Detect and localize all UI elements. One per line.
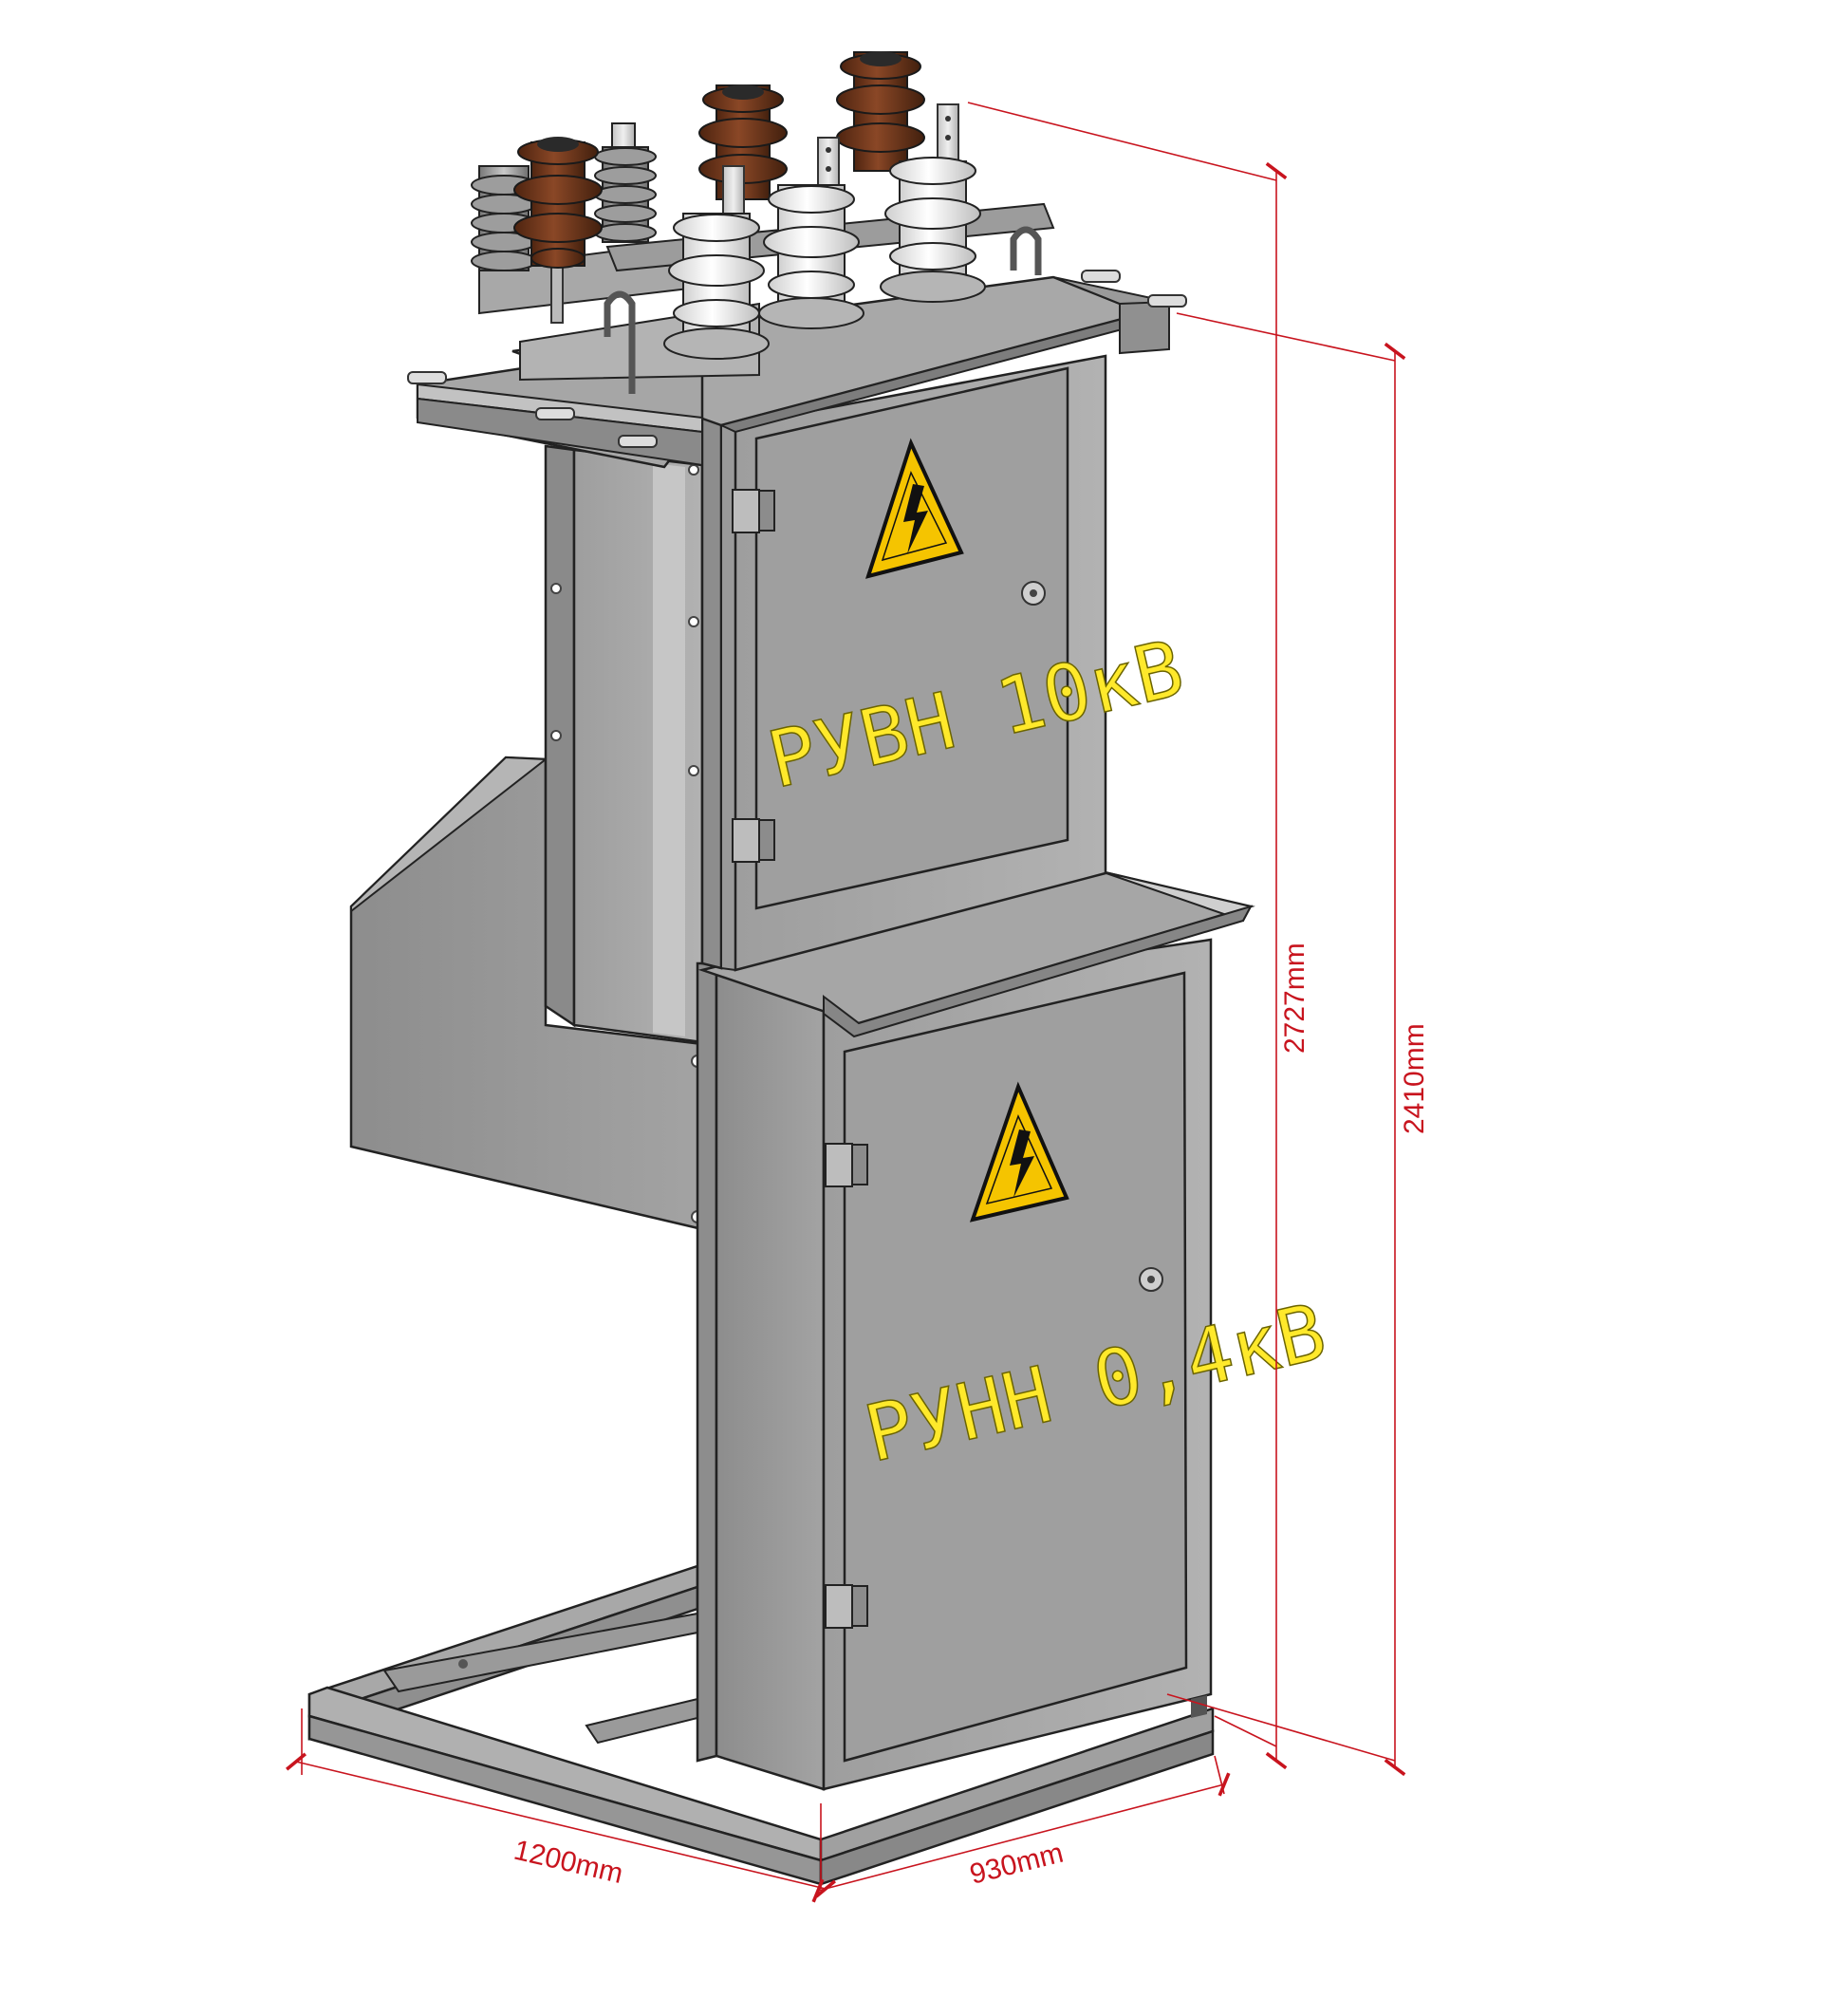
cable-duct bbox=[544, 444, 704, 1044]
insulator-icon bbox=[663, 165, 770, 360]
insulator-icon bbox=[513, 137, 603, 324]
insulator-icon bbox=[880, 103, 986, 303]
upper-door[interactable]: РУВН 10кВ bbox=[732, 366, 1192, 910]
width-dimension: 1200mm bbox=[511, 1835, 625, 1890]
dimension-lines bbox=[285, 102, 1406, 1903]
hinge-icon bbox=[825, 1143, 868, 1187]
height-total-dimension: 2727mm bbox=[1279, 943, 1310, 1054]
insulator-icon bbox=[836, 51, 925, 172]
depth-dimension: 930mm bbox=[967, 1838, 1067, 1891]
high-voltage-warning-icon bbox=[969, 1081, 1069, 1223]
lower-roof bbox=[697, 869, 1255, 1038]
high-voltage-warning-icon bbox=[864, 438, 964, 579]
hinge-icon bbox=[732, 818, 775, 863]
hinge-icon bbox=[825, 1584, 868, 1629]
height-body-dimension: 2410mm bbox=[1399, 1023, 1430, 1134]
surge-arrester-center bbox=[594, 122, 657, 243]
lock-icon[interactable] bbox=[1139, 1267, 1163, 1292]
lock-icon[interactable] bbox=[1021, 581, 1046, 606]
hinge-icon bbox=[732, 489, 775, 533]
lower-door[interactable]: РУНН 0,4кВ bbox=[825, 971, 1334, 1763]
insulator-icon bbox=[758, 137, 864, 329]
